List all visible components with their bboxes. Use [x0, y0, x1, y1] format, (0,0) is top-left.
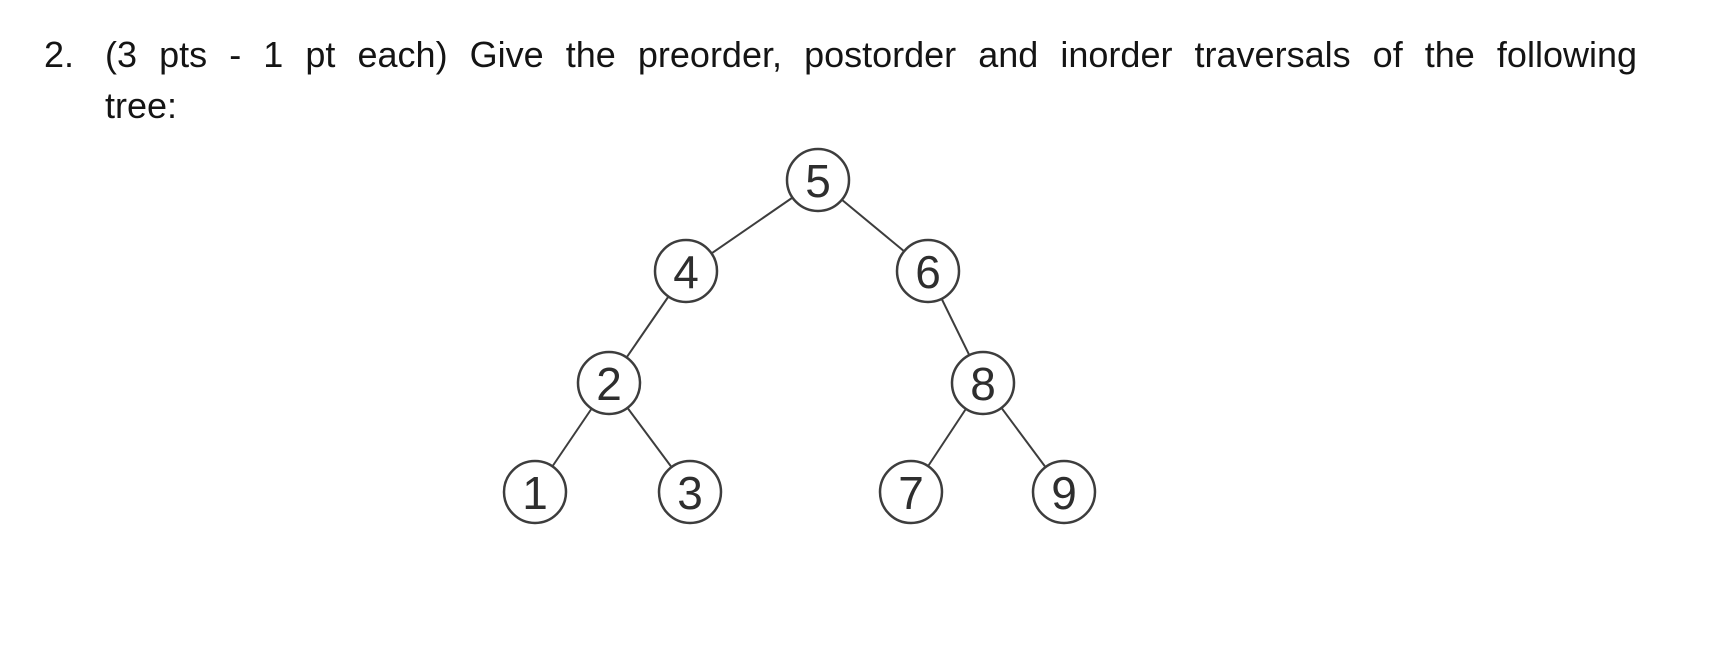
tree-node-1: 1 [502, 459, 568, 525]
tree-node-label-4: 4 [673, 246, 699, 298]
tree-node-label-8: 8 [970, 358, 996, 410]
question-text: (3 pts - 1 pt each) Give the preorder, p… [105, 29, 1637, 131]
tree-node-8: 8 [950, 350, 1016, 416]
tree-node-4: 4 [653, 238, 719, 304]
tree-node-circle-1 [502, 459, 568, 525]
tree-node-5: 5 [785, 147, 851, 213]
tree-node-label-3: 3 [677, 467, 703, 519]
tree-node-circle-8 [950, 350, 1016, 416]
tree-node-label-5: 5 [805, 155, 831, 207]
tree-node-circle-5 [785, 147, 851, 213]
question-text-line2: tree: [105, 85, 178, 126]
question-number: 2. [44, 34, 75, 75]
tree-node-label-6: 6 [915, 246, 941, 298]
tree-node-circle-2 [576, 350, 642, 416]
tree-node-circle-6 [895, 238, 961, 304]
tree-node-circle-3 [657, 459, 723, 525]
tree-node-7: 7 [878, 459, 944, 525]
tree-node-circle-7 [878, 459, 944, 525]
tree-node-label-9: 9 [1051, 467, 1077, 519]
tree-node-label-1: 1 [522, 467, 548, 519]
tree-node-2: 2 [576, 350, 642, 416]
tree-node-circle-4 [653, 238, 719, 304]
tree-node-label-2: 2 [596, 358, 622, 410]
tree-node-label-7: 7 [898, 467, 924, 519]
tree-node-3: 3 [657, 459, 723, 525]
tree-node-9: 9 [1031, 459, 1097, 525]
tree-node-6: 6 [895, 238, 961, 304]
tree-node-circle-9 [1031, 459, 1097, 525]
binary-tree-diagram: 5 4 6 2 8 1 3 7 9 [502, 147, 1097, 525]
question-text-line1: (3 pts - 1 pt each) Give the preorder, p… [105, 34, 1637, 75]
